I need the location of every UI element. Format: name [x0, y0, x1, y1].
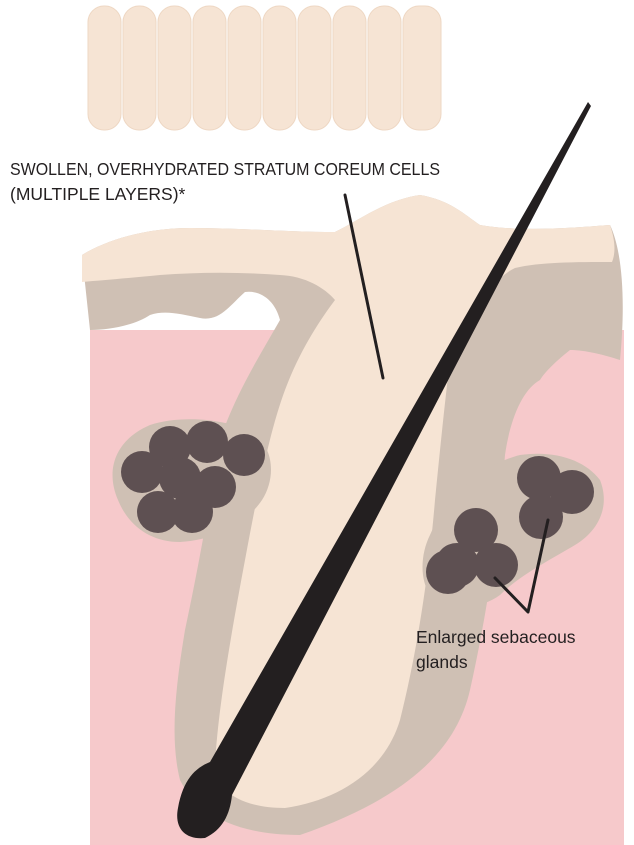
corneocyte-cell	[298, 6, 331, 130]
corneocyte-cell	[333, 6, 366, 130]
gland-cell	[426, 550, 470, 594]
corneocyte-cell	[88, 6, 121, 130]
corneocyte-cell	[403, 6, 441, 130]
corneocyte-stack	[88, 6, 441, 130]
corneocyte-cell	[368, 6, 401, 130]
stratum-label-line1: SWOLLEN, OVERHYDRATED STRATUM COREUM CEL…	[10, 159, 440, 179]
corneocyte-cell	[263, 6, 296, 130]
corneocyte-cell	[228, 6, 261, 130]
gland-cell	[171, 491, 213, 533]
corneocyte-cell	[123, 6, 156, 130]
corneocyte-cell	[193, 6, 226, 130]
corneocyte-cell	[158, 6, 191, 130]
glands-label-line1: Enlarged sebaceous	[416, 627, 576, 647]
stratum-label-line2: (MULTIPLE LAYERS)*	[10, 184, 186, 204]
glands-label-line2: glands	[416, 652, 468, 672]
gland-cell	[223, 434, 265, 476]
gland-cell	[186, 421, 228, 463]
gland-cell	[519, 495, 563, 539]
